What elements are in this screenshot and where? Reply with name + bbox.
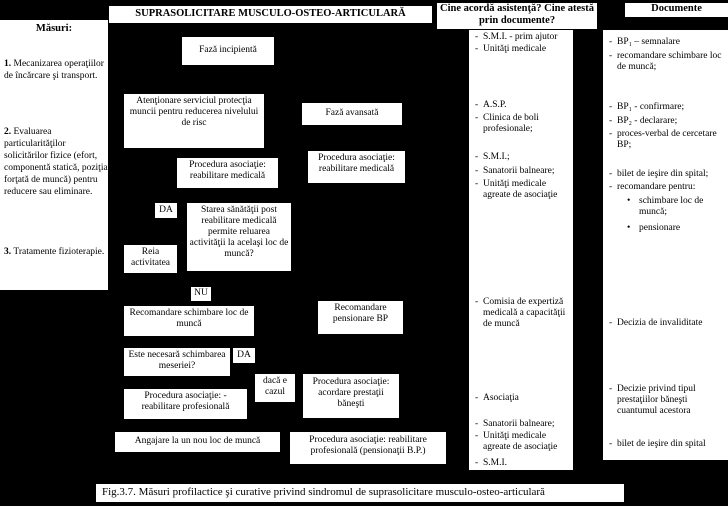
box-atentionare: Atenţionare serviciul protecţia muncii p… (124, 94, 264, 148)
cine-panel: -S.M.I. - prim ajutor -Unităţi medicale … (469, 30, 573, 470)
documente-header: Documente (625, 3, 728, 17)
documente-item: -BP₂ - declarare; (609, 116, 678, 126)
documente-item: -recomandare schimbare loc de muncă; (609, 51, 722, 72)
documente-panel: -BP₁ – semnalare -recomandare schimbare … (603, 30, 728, 460)
cine-item: -Unităţi medicale (475, 44, 547, 54)
label-da-2: DA (233, 348, 255, 363)
cine-item: -S.M.I. (475, 458, 508, 468)
cine-item: -S.M.I. - prim ajutor (475, 32, 558, 42)
cine-item: -Unităţi medicale agreate de asociaţie (475, 431, 558, 452)
masuri-item-2: 2. Evaluarea particularităţilor solicită… (4, 127, 108, 197)
cine-item: -Unităţi medicale agreate de asociaţie (475, 179, 558, 200)
cine-item: -Comisia de expertiză medicală a capacit… (475, 297, 566, 329)
label-da-1: DA (155, 203, 177, 218)
documente-subitem: pensionare (609, 223, 726, 234)
cine-item: -Clinica de boli profesionale; (475, 113, 539, 134)
documente-item: -proces-verbal de cercetare BP; (609, 129, 717, 150)
masuri-header: Măsuri: (35, 23, 73, 34)
documente-item: -recomandare pentru: (609, 182, 696, 192)
cine-item: -Sanatorii balneare; (475, 419, 555, 429)
box-angajare: Angajare la un nou loc de muncă (115, 432, 280, 452)
cine-item: -Asociaţia (475, 393, 519, 403)
cine-item: -A.S.P. (475, 100, 507, 110)
diagram-title: SUPRASOLICITARE MUSCULO-OSTEO-ARTICULARĂ (109, 6, 432, 23)
cine-item: -S.M.I.; (475, 152, 510, 162)
cine-header: Cine acordă asistenţă? Cine atestă prin … (437, 3, 597, 29)
label-nu: NU (191, 287, 211, 301)
box-daca-cazul: dacă e cazul (255, 374, 295, 402)
box-proc-reabilitare-2: Procedura asociaţie: reabilitare medical… (308, 151, 405, 183)
masuri-item-1: 1. Mecanizarea operaţiilor de încărcare … (4, 59, 104, 81)
documente-item: -bilet de ieşire din spital (609, 439, 706, 449)
documente-item: -BP₁ - confirmare; (609, 102, 685, 112)
box-este-necesara: Este necesară schimbarea meseriei? (124, 348, 230, 376)
documente-item: -BP₁ – semnalare (609, 37, 680, 47)
figure-caption: Fig.3.7. Măsuri profilactice şi curative… (96, 484, 624, 502)
box-stare-sanatate: Starea sănătăţii post reabilitare medica… (187, 203, 291, 271)
documente-item: -Decizie privind tipul prestaţiilor băne… (609, 384, 696, 416)
masuri-item-3: 3. Tratamente fizioterapie. (4, 247, 105, 257)
box-faza-avansata: Fază avansată (302, 103, 402, 125)
documente-item: -bilet de ieşire din spital; (609, 169, 709, 179)
box-recomandare-schimbare: Recomandare schimbare loc de muncă (124, 306, 254, 336)
box-faza-incipienta: Fază incipientă (182, 37, 274, 65)
box-proc-reabilitare-prof: Procedura asociaţie: - reabilitare profe… (124, 389, 247, 419)
box-proc-prof-pens: Procedura asociaţie: reabilitare profesi… (290, 432, 446, 464)
masuri-panel: Măsuri: 1. Mecanizarea operaţiilor de în… (0, 20, 108, 290)
box-recomandare-pensionare: Recomandare pensionare BP (318, 301, 403, 334)
cine-item: -Sanatorii balneare; (475, 166, 555, 176)
box-proc-prestatii: Procedura asociaţie: acordare prestaţii … (303, 374, 399, 418)
documente-subitem: schimbare loc de muncă; (609, 196, 726, 218)
box-reia-activitatea: Reia activitatea (124, 245, 177, 273)
box-proc-reabilitare-1: Procedura asociaţie: reabilitare medical… (177, 158, 278, 188)
documente-item: -Decizia de invaliditate (609, 318, 703, 328)
